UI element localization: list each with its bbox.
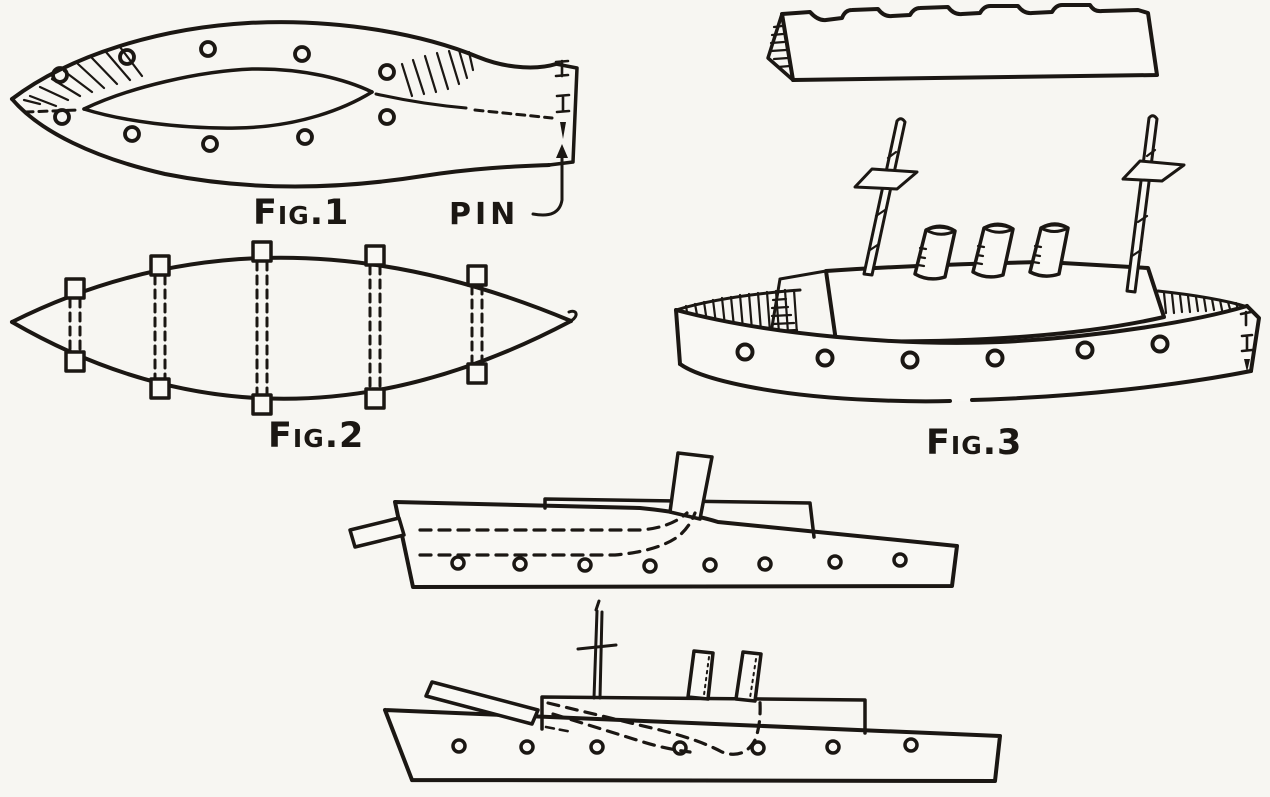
fig1-hatch-right: [400, 48, 475, 98]
ship1-funnel: [668, 451, 714, 521]
fig3-main-mast: [1121, 114, 1186, 294]
fig2-hull-bottom-curve: [10, 319, 573, 401]
fig2-topview-drawing: [10, 240, 578, 416]
fig1-inner-eye-upper: [82, 67, 374, 111]
fig3-fore-mast-platform: [853, 167, 919, 191]
ship2-hidden-band-upper: [546, 700, 762, 756]
fig1-band-drawing: [10, 20, 579, 217]
side-view-ship-2-drawing: [383, 599, 1002, 783]
fig1-far-rim-right: [374, 92, 468, 110]
fig2-caption: Fig.2: [268, 416, 365, 456]
fig2-bow-curl: [567, 309, 578, 323]
ship2-bow-gun: [424, 680, 540, 726]
side-view-ship-1-drawing: [348, 451, 959, 589]
pin-label: PIN: [449, 197, 520, 232]
ship2-hull-outline: [383, 708, 1002, 783]
fig3-rim-hatch-right: [1162, 291, 1240, 315]
fig3-far-rim-right: [1156, 289, 1250, 309]
fig1-holes: [51, 40, 396, 153]
fig3-holes: [735, 334, 1170, 370]
fig3-pin: [1239, 310, 1254, 372]
fig1-hidden-edge-left: [23, 108, 80, 114]
fig3-assembled-ship-drawing: [674, 114, 1261, 404]
fig3-hull-top-rim: [674, 304, 1249, 345]
ship1-bow-gun: [348, 516, 406, 549]
fig1-caption: Fig.1: [253, 193, 350, 233]
fig3-caption: Fig.3: [926, 423, 1023, 463]
fig1-hatch-left: [22, 45, 144, 108]
ship2-holes: [451, 737, 919, 756]
folded-strip-part-drawing: [766, 3, 1159, 82]
strip-fold-triangle: [766, 12, 795, 82]
strip-front-face: [780, 3, 1159, 82]
fig3-hull-right-end: [1245, 304, 1261, 373]
strip-fold-hatch: [769, 24, 792, 69]
fig3-hull-face-fill: [676, 306, 1258, 402]
fig1-bottom-edge: [10, 97, 551, 189]
fig1-pin: [554, 59, 571, 139]
fig3-fold-hatch: [770, 289, 799, 333]
ship1-hidden-band-lower: [418, 511, 697, 557]
fig1-top-edge: [10, 20, 558, 101]
ship2-mast-yard: [576, 643, 618, 651]
ship1-holes: [450, 552, 908, 574]
ship1-hidden-band-upper: [418, 511, 689, 532]
fig3-hull-bottom-edge: [678, 362, 1253, 404]
fig3-main-mast-platform: [1121, 159, 1186, 183]
ship2-funnels: [686, 649, 763, 703]
pin-leader-arrowhead: [556, 144, 568, 158]
ship2-mast: [576, 599, 618, 700]
fig3-funnels: [913, 222, 1070, 281]
pin-leader-line: [531, 144, 568, 217]
ship2-hull-fill: [385, 710, 1000, 781]
fig2-braces: [64, 240, 488, 416]
fig3-fore-mast: [853, 117, 919, 277]
fig3-hull-left-end: [674, 308, 682, 366]
fig1-hidden-edge-right: [473, 108, 554, 120]
ship2-hidden-band-short: [544, 725, 574, 734]
fig1-inner-eye-lower: [82, 90, 374, 130]
